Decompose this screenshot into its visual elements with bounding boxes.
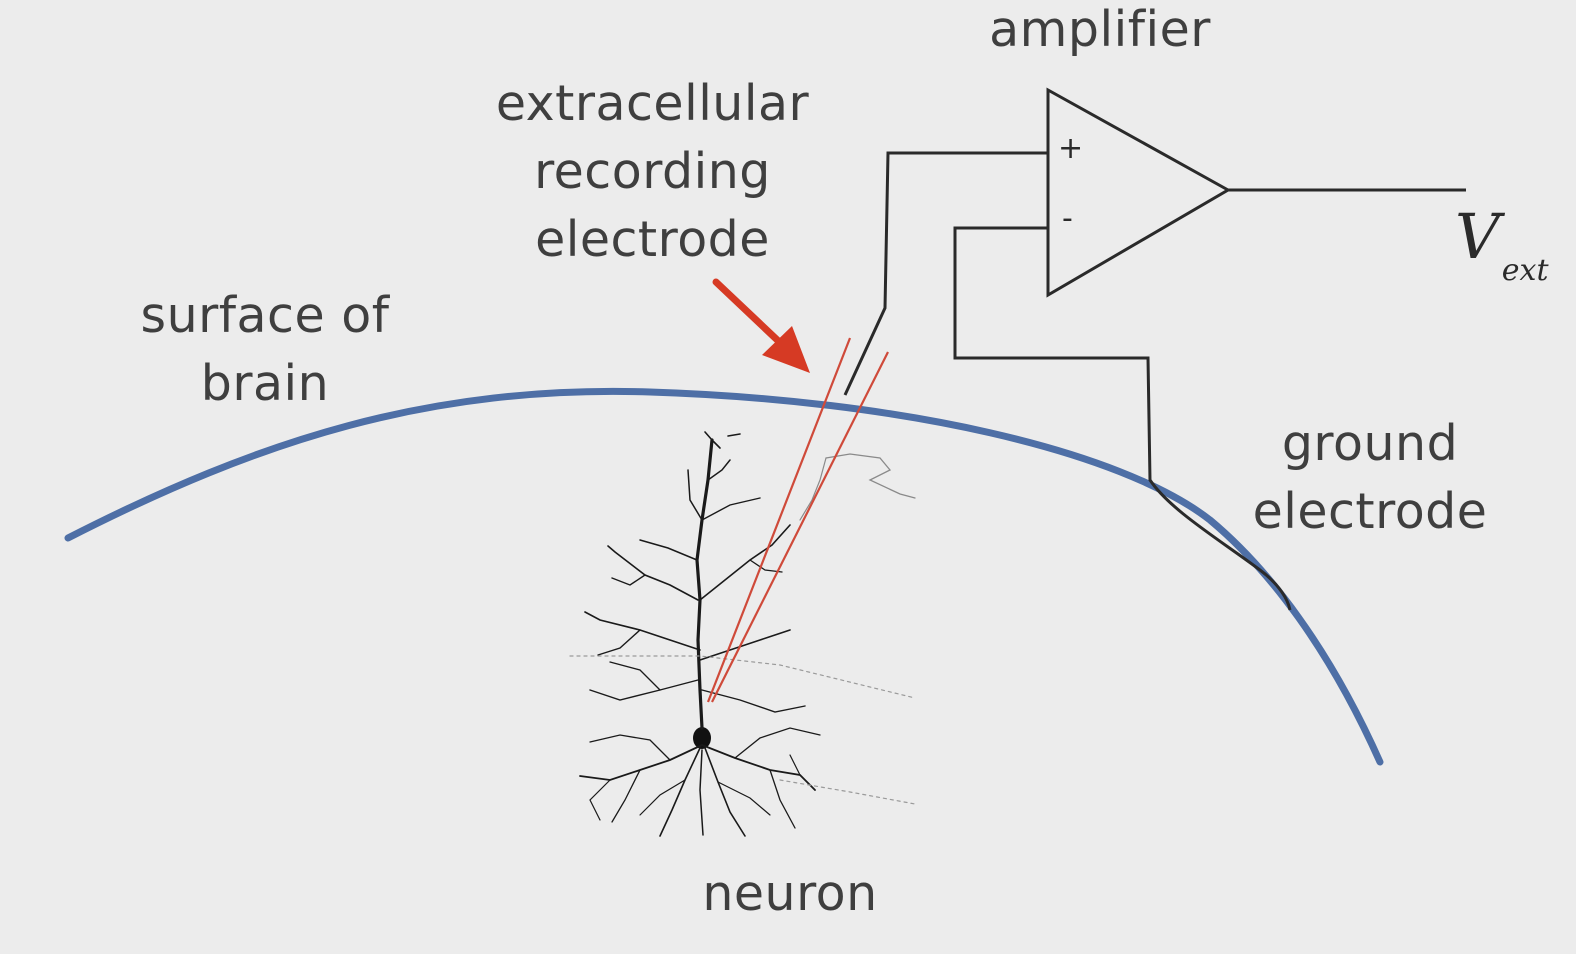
surface-label-line-1: surface of — [140, 287, 390, 344]
surface-of-brain-label: surface of brain — [120, 282, 410, 418]
electrode-pointer-arrow — [712, 278, 810, 373]
neuron-apical-dendrite — [695, 438, 714, 730]
minus-input-sign: - — [1062, 201, 1073, 236]
neuron-soma — [693, 727, 711, 749]
surface-label-line-2: brain — [200, 355, 330, 412]
output-voltage-symbol: V — [1455, 200, 1500, 273]
ground-label-line-1: ground — [1281, 415, 1459, 472]
neuron-label: neuron — [702, 865, 878, 922]
neuron-cell — [569, 431, 916, 837]
ground-label-line-2: electrode — [1252, 483, 1488, 540]
ground-electrode-label: ground electrode — [1230, 410, 1510, 546]
extracellular-label-line-1: extracellular — [495, 75, 810, 132]
amplifier-label: amplifier — [989, 1, 1211, 58]
extracellular-label-line-3: electrode — [535, 211, 770, 268]
minus-input-wire — [953, 226, 1292, 611]
amplifier-symbol — [1046, 87, 1232, 298]
output-voltage-label: Vext — [1455, 200, 1549, 288]
circuit-wires — [843, 151, 1466, 611]
plus-input-sign: + — [1058, 131, 1083, 166]
output-voltage-subscript: ext — [1501, 253, 1549, 288]
extracellular-electrode-label: extracellular recording electrode — [480, 70, 825, 274]
extracellular-label-line-2: recording — [534, 143, 771, 200]
recording-electrode — [706, 337, 889, 703]
plus-input-wire — [843, 151, 1048, 396]
brain-surface-curve — [64, 387, 1384, 766]
